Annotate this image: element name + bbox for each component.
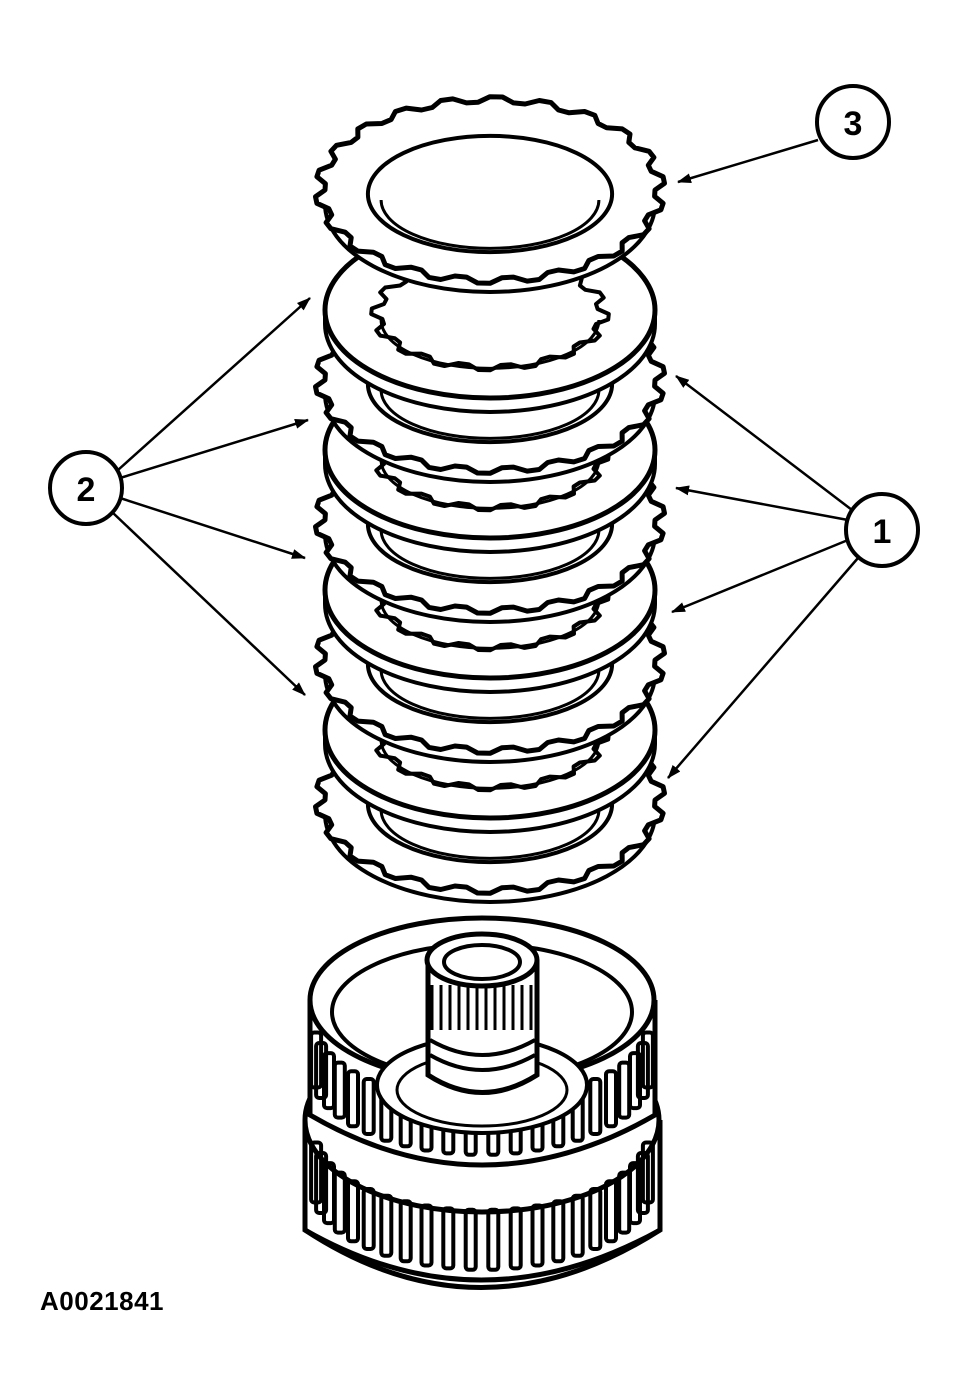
drum-slot (530, 1203, 545, 1268)
leader-1c (671, 538, 849, 614)
callout-3-label: 3 (844, 105, 863, 143)
drum-slot (604, 1069, 618, 1129)
drum-slot (314, 1151, 329, 1215)
leader-1b (675, 485, 849, 522)
leader-2b (119, 418, 309, 480)
drum-slot (628, 1051, 642, 1111)
drum-slot (486, 1207, 501, 1272)
drum-slot (570, 1193, 585, 1258)
callout-1: 1 (844, 492, 920, 568)
drum-slot (379, 1193, 394, 1258)
drum-slot (346, 1069, 360, 1129)
drum-slot (346, 1179, 360, 1244)
leader-2c (119, 496, 306, 560)
figure-id-label: A0021841 (40, 1286, 164, 1316)
drum-slot (551, 1199, 566, 1264)
drum-slot (628, 1161, 642, 1226)
leader-1a (675, 375, 853, 511)
drum-slot (398, 1199, 413, 1264)
drum-slot (332, 1060, 347, 1120)
leader-2a (117, 297, 311, 471)
drum-slot (604, 1179, 618, 1244)
drum-slot (508, 1206, 523, 1271)
clutch-plate-stack (313, 94, 667, 904)
drum-slot (441, 1206, 456, 1271)
drum-slot (361, 1187, 376, 1251)
steel-plate-9 (313, 94, 667, 294)
callout-3: 3 (815, 84, 891, 160)
drum-slot (419, 1203, 434, 1268)
drum-slot (332, 1170, 347, 1235)
drum-slot (640, 1140, 655, 1205)
drum-slot (463, 1207, 478, 1272)
drum-slot (588, 1187, 603, 1251)
leader-1d (667, 557, 859, 779)
callout-2-label: 2 (77, 471, 96, 509)
drum-slot (588, 1077, 603, 1136)
drum-slot (361, 1077, 376, 1136)
drum-slot (314, 1041, 329, 1100)
callout-2: 2 (48, 450, 124, 526)
leader-2d (111, 511, 306, 696)
callout-1-label: 1 (873, 513, 892, 551)
clutch-drum-hub (302, 915, 663, 1290)
drum-slot (640, 1030, 655, 1090)
leader-3 (677, 138, 819, 184)
